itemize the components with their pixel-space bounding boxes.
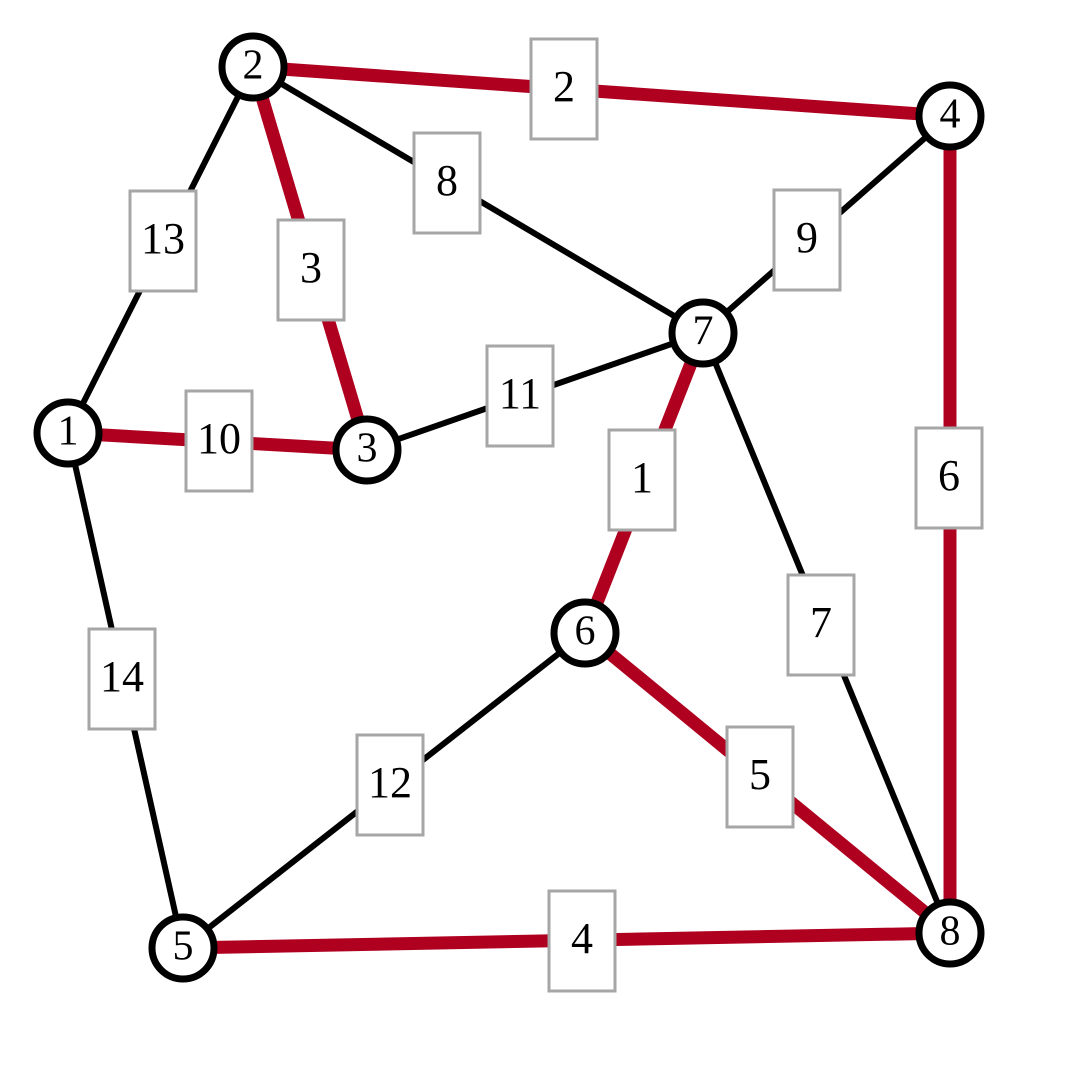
edge-weight-label: 11 <box>499 369 541 418</box>
edge-weight-label: 14 <box>100 652 144 701</box>
weight-box <box>128 189 198 293</box>
edge-weight-box-2-7: 8 <box>412 131 482 235</box>
node-1: 1 <box>33 398 103 468</box>
node-circle <box>550 598 620 668</box>
weight-box <box>786 573 856 677</box>
node-circle <box>218 32 288 102</box>
weight-box <box>412 131 482 235</box>
edge-weight-label: 10 <box>197 414 241 463</box>
edge-weight-box-4-8: 6 <box>914 426 984 530</box>
edge-weight-label: 6 <box>938 451 960 500</box>
node-8: 8 <box>915 898 985 968</box>
weight-box <box>184 389 254 493</box>
node-circle <box>148 913 218 983</box>
edge-weight-box-7-6: 1 <box>607 428 677 532</box>
weight-box <box>485 344 555 448</box>
edge-weight-label: 2 <box>553 62 575 111</box>
weight-box <box>276 218 346 322</box>
weight-box <box>547 889 617 993</box>
node-circle <box>668 298 738 368</box>
node-label: 5 <box>173 924 194 970</box>
edge-weight-box-2-1: 13 <box>128 189 198 293</box>
node-circle <box>915 898 985 968</box>
edge-weight-box-2-4: 2 <box>529 37 599 141</box>
node-circle <box>915 81 985 151</box>
edge-weight-label: 8 <box>436 156 458 205</box>
edge-weight-box-4-7: 9 <box>772 188 842 292</box>
node-6: 6 <box>550 598 620 668</box>
edge-weight-label: 4 <box>571 914 593 963</box>
edge-weight-label: 7 <box>810 598 832 647</box>
node-label: 2 <box>243 43 264 89</box>
node-label: 4 <box>940 92 961 138</box>
edge-weight-label: 9 <box>796 213 818 262</box>
node-7: 7 <box>668 298 738 368</box>
edge-weight-label: 13 <box>141 214 185 263</box>
edge-weight-label: 12 <box>368 758 412 807</box>
edge-weight-label: 3 <box>300 243 322 292</box>
node-3: 3 <box>332 415 402 485</box>
edge-weight-box-5-6: 12 <box>355 733 425 837</box>
node-label: 7 <box>693 309 714 355</box>
node-circle <box>33 398 103 468</box>
edge-weight-box-5-8: 4 <box>547 889 617 993</box>
edge-weight-box-2-3: 3 <box>276 218 346 322</box>
edge-weight-box-3-7: 11 <box>485 344 555 448</box>
weight-box <box>529 37 599 141</box>
node-label: 8 <box>940 909 961 955</box>
edge-weight-box-6-8: 5 <box>725 725 795 829</box>
weight-box <box>87 627 157 731</box>
weight-box <box>914 426 984 530</box>
edge-weight-label: 5 <box>749 750 771 799</box>
node-5: 5 <box>148 913 218 983</box>
node-4: 4 <box>915 81 985 151</box>
edge-weight-box-7-8: 7 <box>786 573 856 677</box>
edge-weight-labels: 2 3 10 1 5 4 6 13 8 9 11 7 14 12 <box>87 37 984 993</box>
edge-weight-box-1-3: 10 <box>184 389 254 493</box>
node-2: 2 <box>218 32 288 102</box>
node-label: 3 <box>357 426 378 472</box>
node-label: 6 <box>575 609 596 655</box>
node-circle <box>332 415 402 485</box>
edge-weight-box-1-5: 14 <box>87 627 157 731</box>
edge-weight-label: 1 <box>631 453 653 502</box>
weight-box <box>725 725 795 829</box>
node-label: 1 <box>58 409 79 455</box>
weight-box <box>355 733 425 837</box>
highlighted-edge-2-4 <box>252 60 951 123</box>
weight-box <box>772 188 842 292</box>
weight-box <box>607 428 677 532</box>
